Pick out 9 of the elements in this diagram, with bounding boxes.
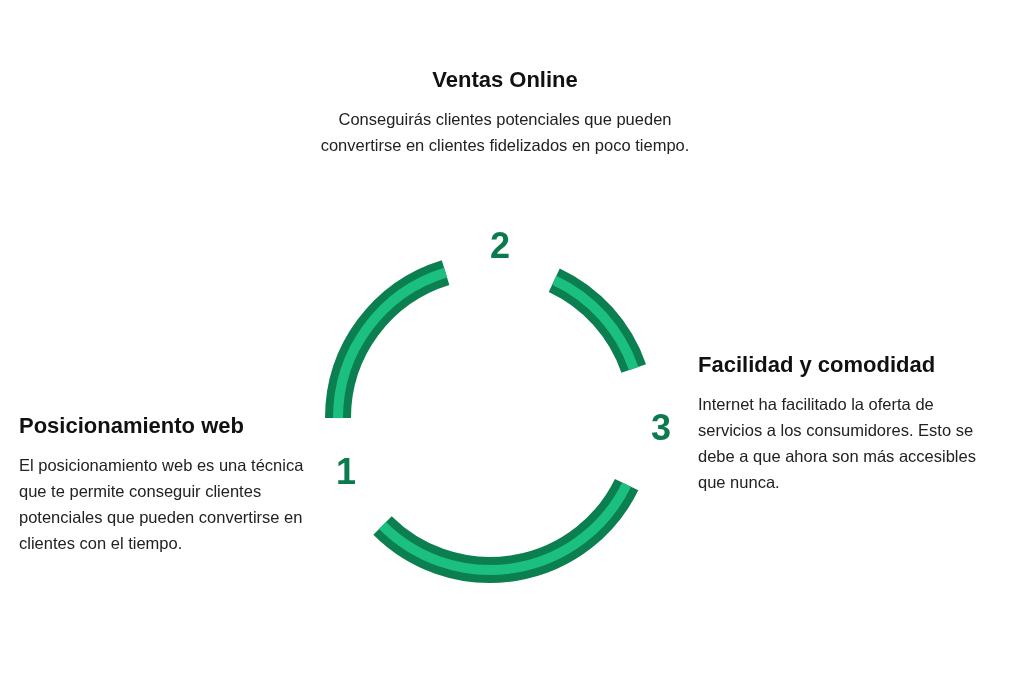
description: El posicionamiento web es una técnica que te permite conseguir clientes potenciales que pueden convertirse en clientes con el tiempo. bbox=[19, 455, 305, 554]
heading: Posicionamiento web bbox=[19, 412, 244, 440]
description: Conseguirás clientes potenciales que pueden convertirse en clientes fidelizados en poco tiempo. bbox=[319, 109, 691, 156]
heading: Ventas Online bbox=[432, 66, 578, 94]
step-number: 3 bbox=[651, 408, 671, 448]
heading: Facilidad y comodidad bbox=[698, 351, 936, 379]
description: Internet ha facilitado la oferta de servicios a los consumidores. Esto se debe a que ahora son más accesibles que nunca. bbox=[698, 394, 977, 493]
step-number: 1 bbox=[336, 452, 356, 492]
step-number: 2 bbox=[490, 226, 510, 266]
